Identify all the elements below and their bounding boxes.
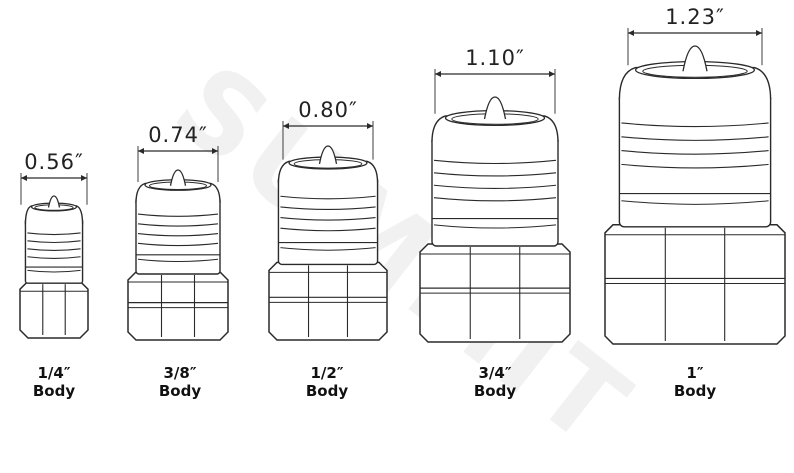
body-label: Body [473,382,517,400]
body-label: Body [673,382,717,400]
size-label: 3/8″ [163,364,197,382]
coupler-label-5: 1″ Body [635,364,755,400]
body-label: Body [305,382,349,400]
body-label: Body [32,382,76,400]
body-label: Body [158,382,202,400]
dimension-label: 1.23″ [665,5,725,29]
size-label: 1″ [686,364,704,382]
size-label: 1/4″ [37,364,71,382]
coupler-label-3: 1/2″ Body [267,364,387,400]
dimension-label: 0.80″ [298,98,358,122]
dimension-line [434,69,556,114]
coupler-3: 0.80″ [268,98,388,341]
coupler-1: 0.56″ [19,150,89,339]
dimension-label: 0.56″ [24,150,84,174]
coupler-4: 1.10″ [419,46,571,343]
coupler-label-4: 3/4″ Body [435,364,555,400]
dimension-line [627,28,763,66]
size-label: 1/2″ [310,364,344,382]
dimension-label: 1.10″ [465,46,525,70]
coupler-5: 1.23″ [604,5,786,345]
couplers-drawing: 0.56″ 0.74″ 0.80″ 1.10″ 1.23″ [19,5,786,345]
dimension-line [20,173,88,205]
coupler-label-1: 1/4″ Body [0,364,114,400]
dimension-label: 0.74″ [148,123,208,147]
size-label: 3/4″ [478,364,512,382]
dimension-line [137,146,219,182]
dimension-line [282,121,374,160]
coupler-2: 0.74″ [127,123,229,341]
coupler-label-2: 3/8″ Body [120,364,240,400]
